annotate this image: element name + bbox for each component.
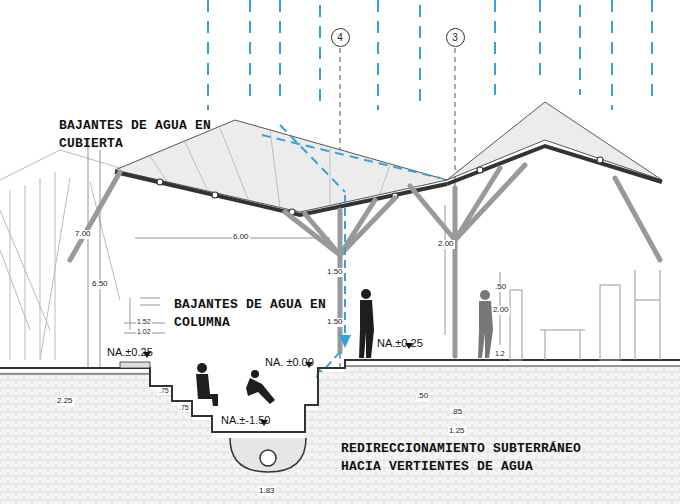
level-mark: NA.±0.25: [106, 346, 154, 358]
dimension: 1.25: [448, 427, 466, 436]
dimension: 7.00: [74, 230, 92, 239]
dimension: .50: [416, 392, 429, 401]
dimension: .75: [178, 404, 190, 412]
dimension: 6.50: [91, 280, 109, 289]
level-mark: NA. ±0.00: [264, 356, 315, 368]
callout-text: REDIRECCIONAMIENTO SUBTERRÁNEO HACIA VER…: [340, 440, 612, 475]
grid-axis-bubble: 4: [331, 28, 350, 47]
dimension: .50: [494, 283, 507, 292]
dimension: 1.02: [136, 328, 152, 336]
dimension: 1.2: [494, 350, 506, 358]
callout-text: BAJANTES DE AGUA EN CUBIERTA: [58, 117, 230, 152]
dimension: 6.00: [232, 233, 250, 242]
dimension: 2.00: [492, 306, 510, 315]
dimension: 1.50: [326, 268, 344, 277]
dimension: 1.52: [136, 318, 152, 326]
dimension: .75: [158, 387, 170, 395]
level-mark: NA.±-1.50: [220, 414, 271, 426]
grid-axis-bubble: 3: [446, 28, 465, 47]
dimension: .85: [450, 408, 463, 417]
dimension: 1.83: [258, 487, 276, 496]
dimension: 2.25: [56, 397, 74, 406]
dimension: 1.50: [326, 318, 344, 327]
axis-number: 4: [337, 32, 343, 43]
level-mark: NA.±0.25: [376, 337, 424, 349]
dimension: 2.00: [437, 240, 455, 249]
axis-number: 3: [452, 32, 458, 43]
